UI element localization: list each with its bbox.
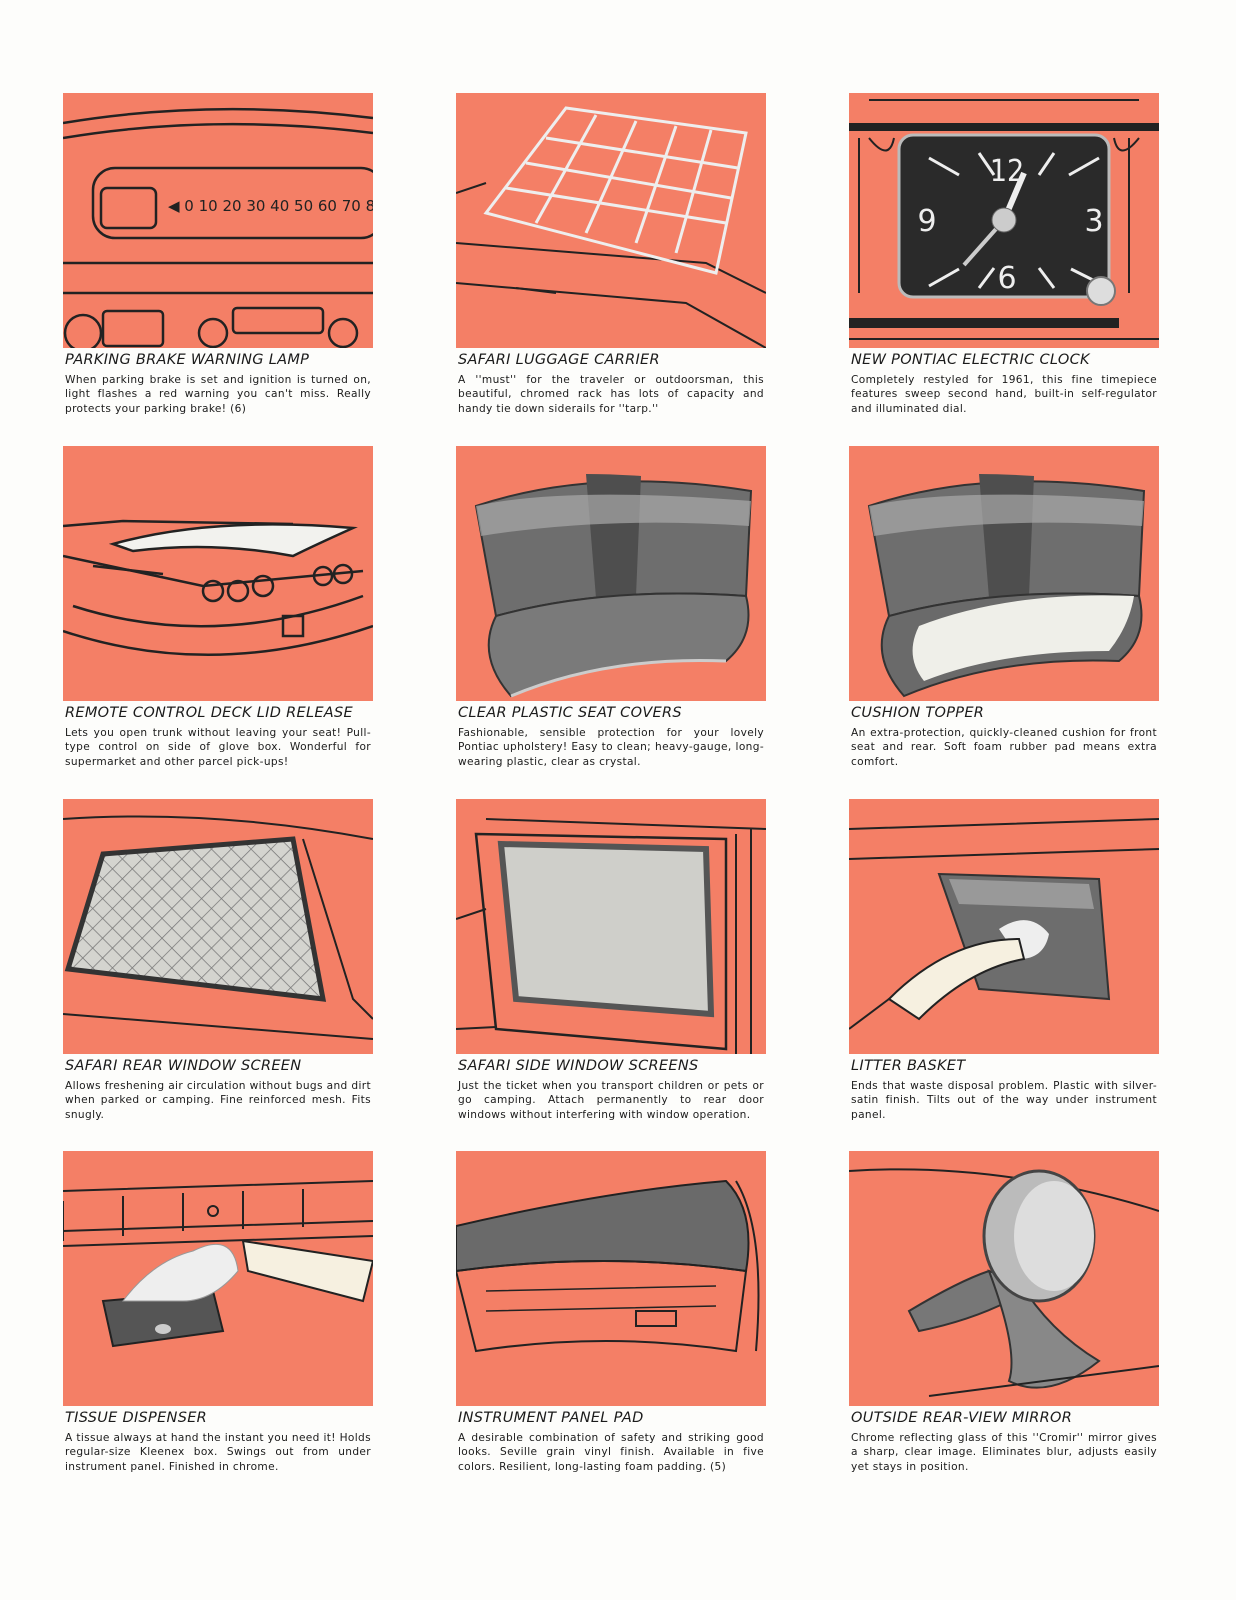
seat-covers-illustration-icon — [456, 446, 766, 701]
item-description: Ends that waste disposal problem. Plasti… — [851, 1080, 1157, 1121]
accessory-card-deck-lid-release: REMOTE CONTROL DECK LID RELEASE Lets you… — [63, 446, 383, 769]
rear-window-illustration-icon — [63, 799, 373, 1054]
tissue-dispenser-illustration-icon — [63, 1151, 373, 1406]
item-description: A ''must'' for the traveler or outdoorsm… — [458, 374, 764, 415]
cushion-topper-illustration-icon — [849, 446, 1159, 701]
item-description: Lets you open trunk without leaving your… — [65, 727, 371, 768]
item-title: NEW PONTIAC ELECTRIC CLOCK — [851, 352, 1090, 368]
item-title: OUTSIDE REAR-VIEW MIRROR — [851, 1410, 1073, 1426]
item-title: REMOTE CONTROL DECK LID RELEASE — [65, 705, 353, 721]
speedometer-illustration-icon: ◀ 0 10 20 30 40 50 60 70 80 90 100 110 — [63, 93, 373, 348]
accessory-card-seat-covers: CLEAR PLASTIC SEAT COVERS Fashionable, s… — [456, 446, 776, 769]
side-window-illustration-icon — [456, 799, 766, 1054]
item-description: Chrome reflecting glass of this ''Cromir… — [851, 1432, 1157, 1473]
item-title: CUSHION TOPPER — [851, 705, 985, 721]
svg-text:3: 3 — [1084, 204, 1103, 239]
clock-illustration-icon: 12 3 6 9 — [849, 93, 1159, 348]
svg-text:9: 9 — [917, 204, 936, 239]
item-title: TISSUE DISPENSER — [65, 1410, 208, 1426]
item-title: INSTRUMENT PANEL PAD — [458, 1410, 644, 1426]
luggage-rack-illustration-icon — [456, 93, 766, 348]
item-title: SAFARI REAR WINDOW SCREEN — [65, 1058, 302, 1074]
accessory-card-cushion-topper: CUSHION TOPPER An extra-protection, quic… — [849, 446, 1169, 769]
instrument-panel-illustration-icon — [456, 1151, 766, 1406]
item-description: A tissue always at hand the instant you … — [65, 1432, 371, 1473]
item-description: Allows freshening air circulation withou… — [65, 1080, 371, 1121]
litter-basket-illustration-icon — [849, 799, 1159, 1054]
item-title: SAFARI SIDE WINDOW SCREENS — [458, 1058, 699, 1074]
accessory-card-luggage-carrier: SAFARI LUGGAGE CARRIER A ''must'' for th… — [456, 93, 776, 416]
item-description: Completely restyled for 1961, this fine … — [851, 374, 1157, 415]
mirror-illustration-icon — [849, 1151, 1159, 1406]
item-description: An extra-protection, quickly-cleaned cus… — [851, 727, 1157, 768]
item-description: When parking brake is set and ignition i… — [65, 374, 371, 415]
svg-text:12: 12 — [990, 154, 1024, 189]
item-description: A desirable combination of safety and st… — [458, 1432, 764, 1473]
accessory-card-electric-clock: 12 3 6 9 NEW PONTIAC ELECTRIC CLOCK Comp… — [849, 93, 1169, 416]
accessory-card-instrument-panel-pad: INSTRUMENT PANEL PAD A desirable combina… — [456, 1151, 776, 1474]
item-title: LITTER BASKET — [851, 1058, 966, 1074]
accessory-card-rear-window-screen: SAFARI REAR WINDOW SCREEN Allows freshen… — [63, 799, 383, 1122]
accessory-card-parking-brake: ◀ 0 10 20 30 40 50 60 70 80 90 100 110 P… — [63, 93, 383, 416]
accessory-card-tissue-dispenser: TISSUE DISPENSER A tissue always at hand… — [63, 1151, 383, 1474]
trunk-illustration-icon — [63, 446, 373, 701]
accessory-card-side-window-screens: SAFARI SIDE WINDOW SCREENS Just the tick… — [456, 799, 776, 1122]
svg-text:6: 6 — [997, 261, 1016, 296]
item-description: Just the ticket when you transport child… — [458, 1080, 764, 1121]
item-title: PARKING BRAKE WARNING LAMP — [65, 352, 310, 368]
accessory-card-litter-basket: LITTER BASKET Ends that waste disposal p… — [849, 799, 1169, 1122]
accessory-card-rear-view-mirror: OUTSIDE REAR-VIEW MIRROR Chrome reflecti… — [849, 1151, 1169, 1474]
item-description: Fashionable, sensible protection for you… — [458, 727, 764, 768]
item-title: SAFARI LUGGAGE CARRIER — [458, 352, 660, 368]
svg-text:◀ 0 10 20 30 40 50 60 70 80 90: ◀ 0 10 20 30 40 50 60 70 80 90 100 110 — [168, 197, 373, 215]
item-title: CLEAR PLASTIC SEAT COVERS — [458, 705, 682, 721]
